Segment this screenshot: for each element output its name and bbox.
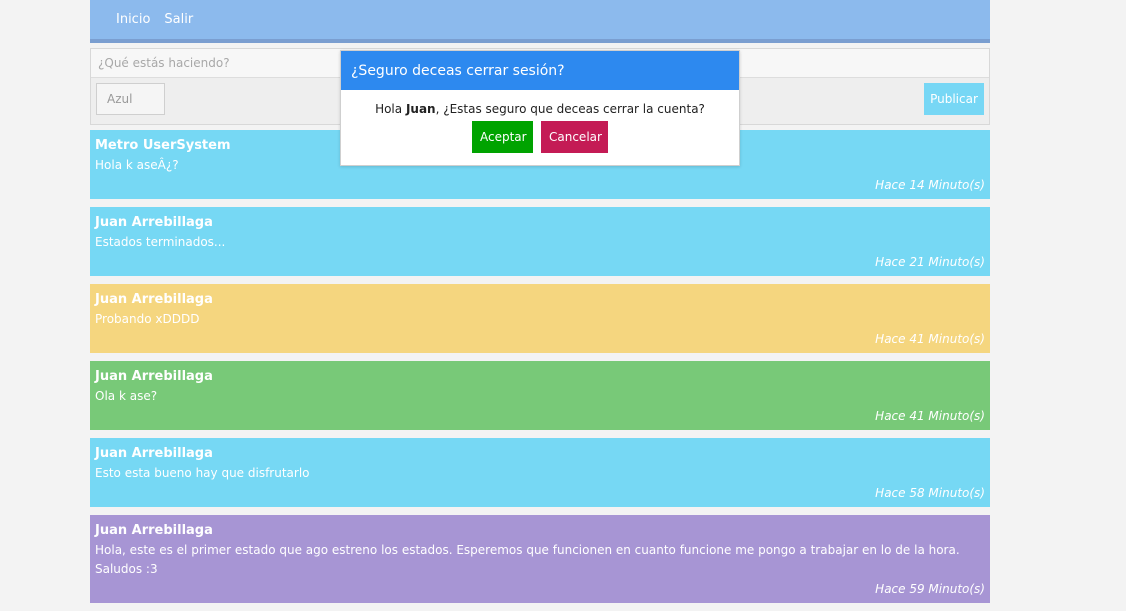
post-text: Ola k ase? <box>95 389 158 403</box>
post-text: Hola k aseÂ¿? <box>95 158 179 172</box>
post-item: Juan Arrebillaga Probando xDDDD Hace 41 … <box>90 284 990 353</box>
dialog-message-suffix: , ¿Estas seguro que deceas cerrar la cue… <box>435 102 705 116</box>
post-author: Juan Arrebillaga <box>95 523 213 538</box>
post-item: Juan Arrebillaga Esto esta bueno hay que… <box>90 438 990 507</box>
post-list: Metro UserSystem Hola k aseÂ¿? Hace 14 M… <box>90 130 990 611</box>
logout-dialog: ¿Seguro deceas cerrar sesión? Hola Juan,… <box>340 50 740 166</box>
post-text: Estados terminados... <box>95 235 226 249</box>
dialog-user-name: Juan <box>405 102 436 116</box>
navbar: Inicio Salir <box>90 0 990 43</box>
post-text: Esto esta bueno hay que disfrutarlo <box>95 466 310 480</box>
dialog-message-prefix: Hola <box>375 102 406 116</box>
post-item: Juan Arrebillaga Estados terminados... H… <box>90 207 990 276</box>
post-item: Juan Arrebillaga Ola k ase? Hace 41 Minu… <box>90 361 990 430</box>
post-time: Hace 41 Minuto(s) <box>875 332 985 346</box>
post-time: Hace 59 Minuto(s) <box>875 582 985 596</box>
publish-button[interactable]: Publicar <box>924 83 984 115</box>
nav-link-salir[interactable]: Salir <box>164 12 194 27</box>
color-select[interactable]: Azul <box>96 83 165 115</box>
post-item: Juan Arrebillaga Hola, este es el primer… <box>90 515 990 603</box>
cancel-button[interactable]: Cancelar <box>541 121 608 153</box>
post-author: Metro UserSystem <box>95 138 231 153</box>
post-time: Hace 21 Minuto(s) <box>875 255 985 269</box>
post-author: Juan Arrebillaga <box>95 215 213 230</box>
dialog-actions: Aceptar Cancelar <box>341 121 739 153</box>
post-author: Juan Arrebillaga <box>95 369 213 384</box>
page-container: Inicio Salir Azul Publicar Metro UserSys… <box>90 0 990 603</box>
post-author: Juan Arrebillaga <box>95 292 213 307</box>
dialog-message: Hola Juan, ¿Estas seguro que deceas cerr… <box>341 101 739 117</box>
post-text: Probando xDDDD <box>95 312 200 326</box>
color-select-value: Azul <box>107 92 133 106</box>
post-author: Juan Arrebillaga <box>95 446 213 461</box>
dialog-title: ¿Seguro deceas cerrar sesión? <box>351 62 565 79</box>
post-time: Hace 14 Minuto(s) <box>875 178 985 192</box>
post-time: Hace 58 Minuto(s) <box>875 486 985 500</box>
accept-button[interactable]: Aceptar <box>472 121 533 153</box>
post-text: Hola, este es el primer estado que ago e… <box>95 543 960 576</box>
nav-link-inicio[interactable]: Inicio <box>116 12 151 27</box>
dialog-header: ¿Seguro deceas cerrar sesión? <box>341 51 739 90</box>
post-time: Hace 41 Minuto(s) <box>875 409 985 423</box>
